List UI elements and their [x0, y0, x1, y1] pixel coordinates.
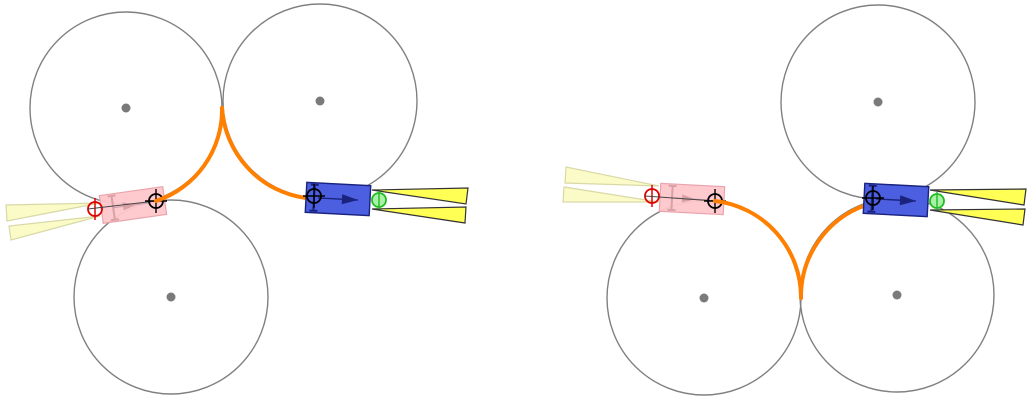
- circle-center-dot: [166, 292, 176, 302]
- left-scenario: [5, 3, 469, 395]
- circle-center-dot: [699, 293, 709, 303]
- circle-center-dot: [315, 96, 325, 106]
- start-sensor-cone: [562, 186, 660, 203]
- start-sensor-cone: [8, 215, 101, 241]
- goal-crosshair: [862, 186, 884, 210]
- goal-vehicle: [862, 182, 930, 218]
- right-scenario: [562, 4, 1027, 396]
- goal-sensor-cone: [929, 208, 1026, 226]
- goal-vehicle: [304, 181, 372, 217]
- turning-circle-lower: [73, 199, 269, 395]
- goal-sensor-cone: [371, 187, 469, 205]
- start-sensor-cone: [564, 166, 660, 187]
- path-segment-1: [154, 106, 225, 203]
- path-segment-1: [713, 199, 804, 300]
- goal-sensor-cone: [929, 188, 1027, 206]
- goal-crosshair: [303, 184, 325, 208]
- goal-sensor-cone: [371, 206, 467, 224]
- start-marker: [87, 198, 157, 220]
- goal-marker: [371, 191, 387, 209]
- circle-center-dot: [873, 97, 883, 107]
- circle-center-dot: [121, 103, 131, 113]
- path-segment-2: [220, 106, 308, 200]
- start-marker: [644, 185, 716, 207]
- circle-center-dot: [892, 290, 902, 300]
- goal-marker: [929, 192, 945, 210]
- start-sensor-cone: [5, 202, 101, 222]
- path-segment-2: [798, 203, 868, 300]
